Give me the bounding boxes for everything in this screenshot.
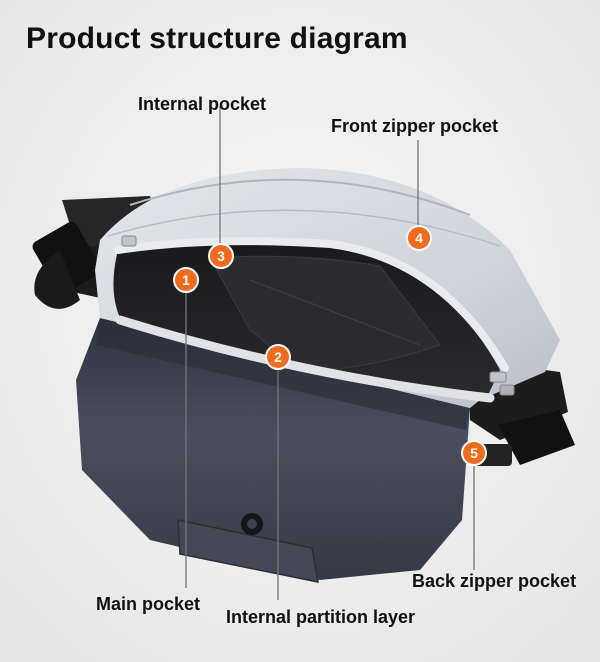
- bag-body: [76, 318, 470, 580]
- label-internal-pocket: Internal pocket: [138, 94, 267, 114]
- diagram-title: Product structure diagram: [26, 22, 408, 55]
- leader-lines: [185, 106, 475, 600]
- marker-4: 4: [406, 225, 432, 251]
- label-internal-partition-layer: Internal partition layer: [226, 607, 416, 627]
- marker-3-number: 3: [217, 248, 225, 264]
- label-back-zipper-pocket: Back zipper pocket: [412, 571, 577, 591]
- zipper-pulls: [121, 235, 515, 396]
- bottom-patch: [177, 513, 319, 583]
- marker-1: 1: [173, 267, 199, 293]
- marker-4-number: 4: [415, 230, 423, 246]
- label-main-pocket: Main pocket: [96, 594, 201, 614]
- marker-3: 3: [208, 243, 234, 269]
- marker-5-number: 5: [470, 445, 478, 461]
- marker-1-number: 1: [182, 272, 190, 288]
- marker-5: 5: [461, 440, 487, 466]
- marker-2-number: 2: [274, 349, 282, 365]
- marker-2: 2: [265, 344, 291, 370]
- label-front-zipper-pocket: Front zipper pocket: [331, 116, 499, 136]
